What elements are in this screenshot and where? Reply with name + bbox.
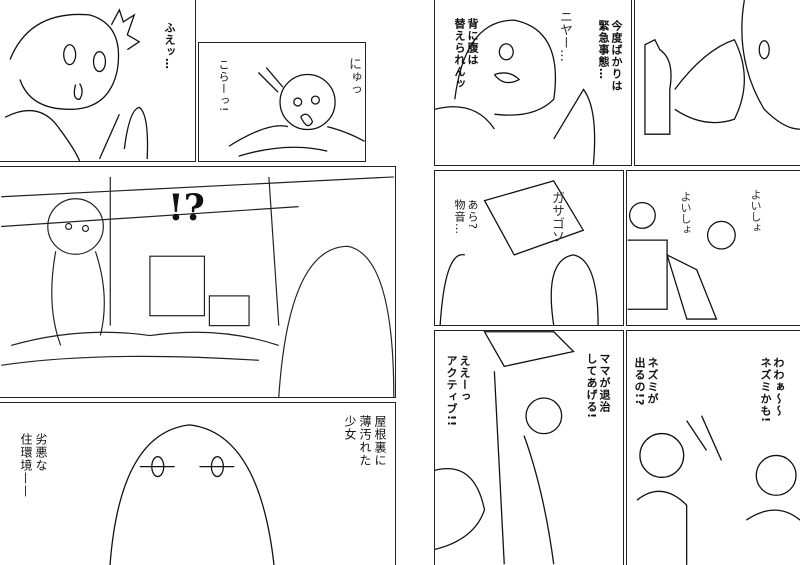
panel-surprised-girl: ふえッ… (0, 0, 196, 162)
kids-drawing (636, 415, 800, 565)
bottle-hand-drawing (644, 0, 800, 135)
sfx-niya: ニヤー… (557, 10, 572, 62)
girl-face-drawing (4, 8, 149, 161)
panel-bottle-closeup (634, 0, 800, 166)
sfx-exclaim-question: !? (168, 187, 205, 229)
speech-bubble-no-choice: 背に腹は 替えられんッ (453, 18, 479, 90)
page-gutter (405, 0, 425, 565)
narration-living-conditions: 劣悪な 住環境—— (19, 433, 48, 498)
grandma-grin-drawing (435, 19, 596, 165)
speech-bubble-mom-exterminate: ママが退治 してあげる! (585, 353, 611, 420)
panel-lifting: よいしょ よいしょ (626, 170, 800, 326)
panel-girl-closeup: 屋根裏に 薄汚れた 少女 劣悪な 住環境—— (0, 402, 396, 565)
sfx-rustle: ガサゴソ (549, 191, 564, 243)
speech-bubble-active: ええーっ アクティブ!! (445, 355, 471, 428)
girl-closeup-drawing (109, 424, 275, 565)
mom-climbing-drawing (435, 331, 575, 565)
speech-bubble-fue: ふえッ… (163, 22, 176, 70)
speech-bubble-emergency: 今度ばかりは 緊急事態… (597, 20, 623, 92)
panel-noise: あら? 物音… ガサゴソ (434, 170, 624, 326)
sfx-nyu: にゅっ (346, 57, 361, 96)
speech-bubble-korra: こらーっ! (217, 59, 230, 113)
panel-attic: !? (0, 166, 396, 398)
attic-scene-drawing (1, 176, 395, 397)
panel-angry-grandma: こらーっ! にゅっ (198, 42, 366, 162)
speech-bubble-mouse-maybe: わわぁ〜〜 ネズミかも! (759, 357, 785, 424)
lifting-drawing (627, 201, 736, 320)
sfx-yoisho-1: よいしょ (679, 191, 692, 235)
narration-attic-girl: 屋根裏に 薄汚れた 少女 (343, 415, 387, 467)
panel-grandma-decision: 背に腹は 替えられんッ ニヤー… 今度ばかりは 緊急事態… (434, 0, 632, 166)
panel-active: ええーっ アクティブ!! ママが退治 してあげる! (434, 330, 624, 565)
panel-kids: ネズミが 出るの!? わわぁ〜〜 ネズミかも! (626, 330, 800, 565)
attic-hatch-drawing (439, 180, 599, 325)
speech-bubble-noise: あら? 物音… (453, 199, 479, 235)
grandma-drawing (228, 67, 365, 157)
speech-bubble-mouse-question: ネズミが 出るの!? (633, 357, 659, 407)
sfx-yoisho-2: よいしょ (749, 189, 762, 233)
